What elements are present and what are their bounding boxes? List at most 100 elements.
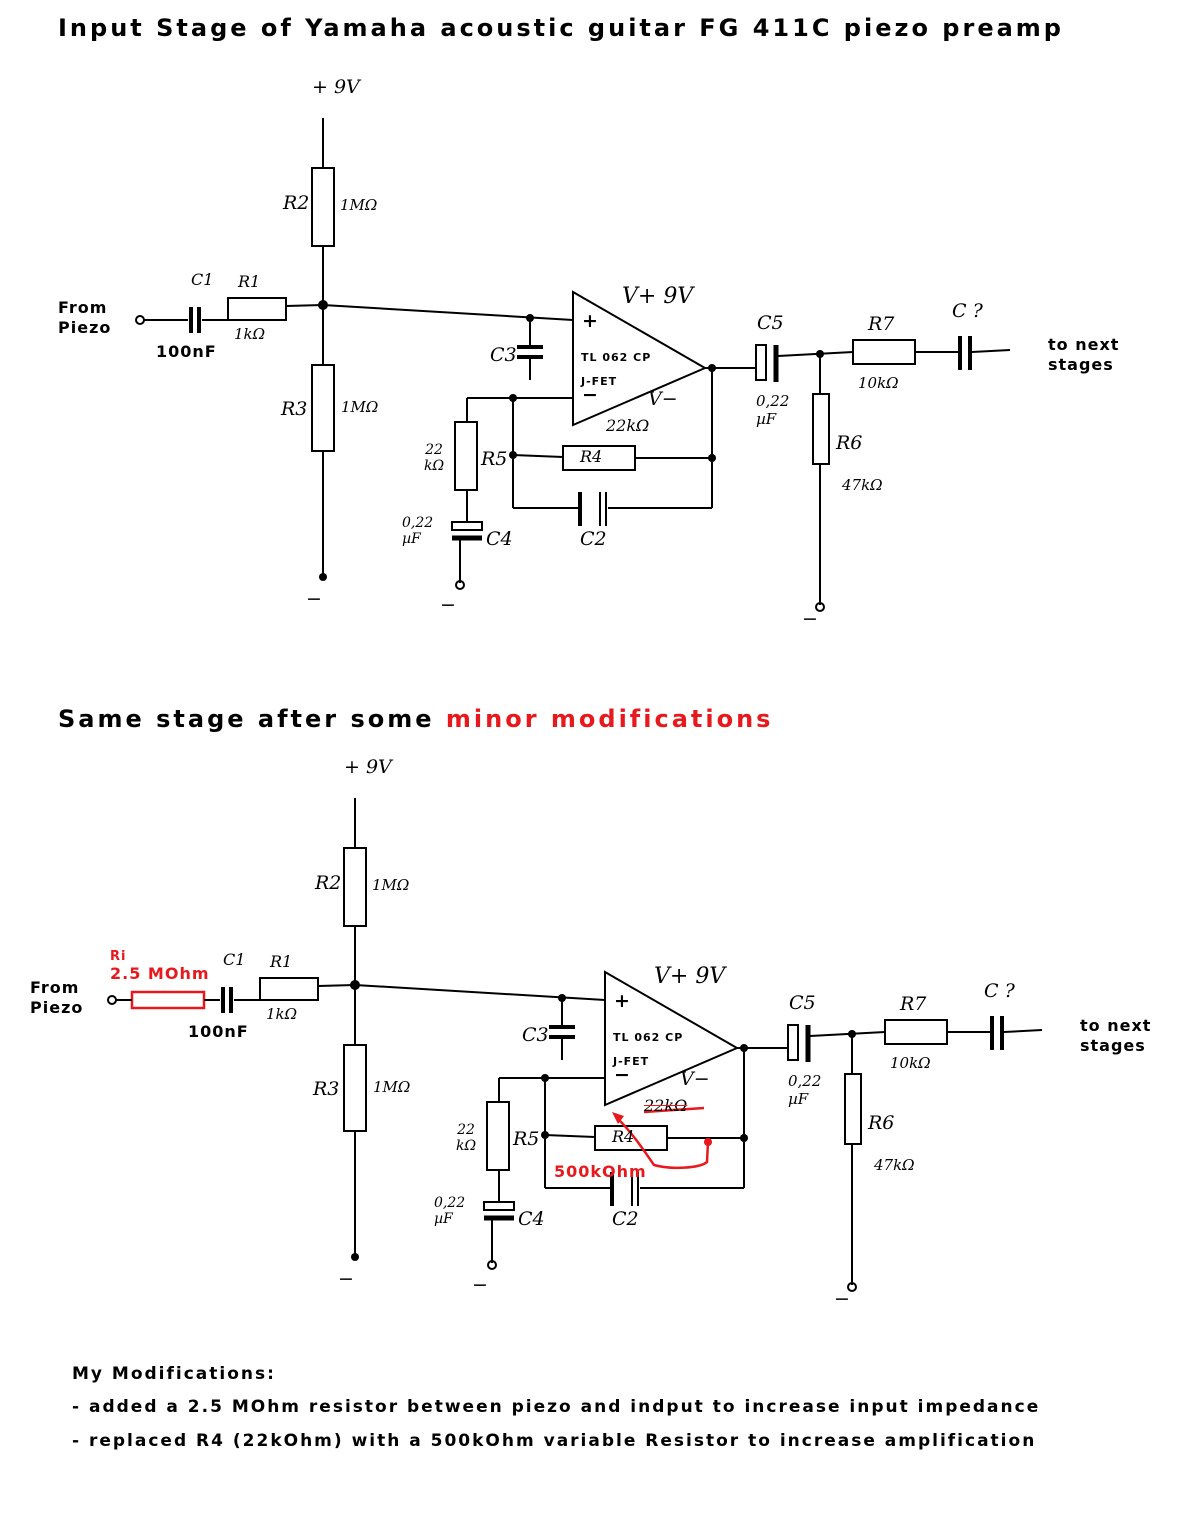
gnd-r3: − bbox=[306, 588, 322, 610]
c3-label: C3 bbox=[490, 344, 517, 366]
r4-label: R4 bbox=[580, 447, 603, 466]
opamp-plus-modified: + bbox=[614, 990, 630, 1012]
r5-value-num-modified: 22 bbox=[457, 1122, 475, 1138]
c4-value-num: 0,22 bbox=[402, 515, 434, 531]
supply-label: + 9V bbox=[312, 76, 360, 98]
to-next-label: to next bbox=[1048, 335, 1120, 354]
section-title-highlight: minor modifications bbox=[445, 705, 774, 733]
c5-value-num-modified: 0,22 bbox=[788, 1072, 822, 1090]
section-title-prefix: Same stage after some bbox=[58, 705, 446, 733]
opamp-minus: − bbox=[582, 384, 598, 406]
r6-value: 47kΩ bbox=[842, 476, 883, 494]
ri-value: 2.5 MOhm bbox=[110, 964, 210, 983]
r5-label-modified: R5 bbox=[513, 1128, 540, 1150]
r5-value-num: 22 bbox=[425, 442, 443, 458]
r7-label: R7 bbox=[868, 313, 895, 335]
r7-value-modified: 10kΩ bbox=[890, 1054, 931, 1072]
c4-value-unit-modified: µF bbox=[434, 1211, 453, 1227]
r4-label-modified: R4 bbox=[612, 1127, 635, 1146]
notes-heading: My Modifications: bbox=[72, 1364, 276, 1384]
gnd-c4-modified: − bbox=[472, 1274, 488, 1296]
opamp-type-modified: J-FET bbox=[613, 1055, 650, 1068]
vminus-label-modified: V− bbox=[680, 1068, 710, 1090]
r6-value-modified: 47kΩ bbox=[874, 1156, 915, 1174]
r5-value-unit: kΩ bbox=[424, 458, 445, 474]
r5-value-unit-modified: kΩ bbox=[456, 1138, 477, 1154]
r1-label: R1 bbox=[238, 272, 261, 291]
c4-value-unit: µF bbox=[402, 531, 421, 547]
opamp-model: TL 062 CP bbox=[581, 351, 652, 364]
vplus-label-modified: V+ 9V bbox=[654, 964, 726, 989]
c4-label: C4 bbox=[486, 528, 513, 550]
c4-value-num-modified: 0,22 bbox=[434, 1195, 466, 1211]
c4-label-modified: C4 bbox=[518, 1208, 545, 1230]
vminus-label: V− bbox=[648, 388, 678, 410]
section-title-modified: Same stage after some minor modification… bbox=[58, 705, 773, 733]
c-unknown-label-modified: C ? bbox=[984, 980, 1015, 1002]
schematic-original bbox=[135, 118, 1011, 612]
r7-label-modified: R7 bbox=[900, 993, 927, 1015]
r5-symbol bbox=[454, 421, 478, 491]
stages-label-modified: stages bbox=[1080, 1036, 1146, 1055]
to-next-label-modified: to next bbox=[1080, 1016, 1152, 1035]
r2-label: R2 bbox=[283, 192, 310, 214]
c1-value-modified: 100nF bbox=[188, 1022, 249, 1041]
r1-value-modified: 1kΩ bbox=[266, 1005, 298, 1023]
schematic-modified bbox=[107, 798, 1043, 1292]
r3-symbol bbox=[311, 364, 335, 452]
gnd-r6: − bbox=[802, 608, 818, 630]
opamp-model-modified: TL 062 CP bbox=[613, 1031, 684, 1044]
r4-new-value: 500kOhm bbox=[554, 1162, 647, 1181]
vplus-label: V+ 9V bbox=[622, 284, 694, 309]
r4-variable-wire bbox=[616, 1117, 710, 1170]
r2-symbol bbox=[311, 167, 335, 247]
page-title: Input Stage of Yamaha acoustic guitar FG… bbox=[58, 14, 1064, 42]
c5-label-modified: C5 bbox=[789, 992, 816, 1014]
r6-label-modified: R6 bbox=[868, 1112, 895, 1134]
ri-resistor-symbol bbox=[130, 990, 206, 1010]
opamp-type: J-FET bbox=[581, 375, 618, 388]
gnd-c4: − bbox=[440, 594, 456, 616]
r1-label-modified: R1 bbox=[270, 952, 293, 971]
r1-symbol bbox=[227, 297, 287, 321]
opamp-plus: + bbox=[582, 310, 598, 332]
gnd-r6-modified: − bbox=[834, 1288, 850, 1310]
c2-label-modified: C2 bbox=[612, 1208, 639, 1230]
c2-label: C2 bbox=[580, 528, 607, 550]
from-label-modified: From bbox=[30, 978, 80, 997]
r5-label: R5 bbox=[481, 448, 508, 470]
r1-value: 1kΩ bbox=[234, 325, 266, 343]
r7-value: 10kΩ bbox=[858, 374, 899, 392]
r7-symbol bbox=[852, 339, 916, 365]
c1-label-modified: C1 bbox=[223, 950, 246, 969]
c1-label: C1 bbox=[191, 270, 214, 289]
c5-value-unit: µF bbox=[756, 410, 777, 428]
c1-value: 100nF bbox=[156, 342, 217, 361]
c5-label: C5 bbox=[757, 312, 784, 334]
gnd-r3-modified: − bbox=[338, 1268, 354, 1290]
notes-line-2: - replaced R4 (22kOhm) with a 500kOhm va… bbox=[72, 1431, 1037, 1451]
c-unknown-label: C ? bbox=[952, 300, 983, 322]
r2-value: 1MΩ bbox=[340, 196, 378, 214]
c5-value-num: 0,22 bbox=[756, 392, 790, 410]
piezo-label-modified: Piezo bbox=[30, 998, 84, 1017]
ri-label: Ri bbox=[110, 949, 127, 964]
r3-value-modified: 1MΩ bbox=[373, 1078, 411, 1096]
notes-line-1: - added a 2.5 MOhm resistor between piez… bbox=[72, 1397, 1041, 1417]
r3-label-modified: R3 bbox=[313, 1078, 340, 1100]
opamp-symbol bbox=[572, 290, 708, 427]
r2-value-modified: 1MΩ bbox=[372, 876, 410, 894]
stages-label: stages bbox=[1048, 355, 1114, 374]
piezo-label: Piezo bbox=[58, 318, 112, 337]
r3-label: R3 bbox=[281, 398, 308, 420]
